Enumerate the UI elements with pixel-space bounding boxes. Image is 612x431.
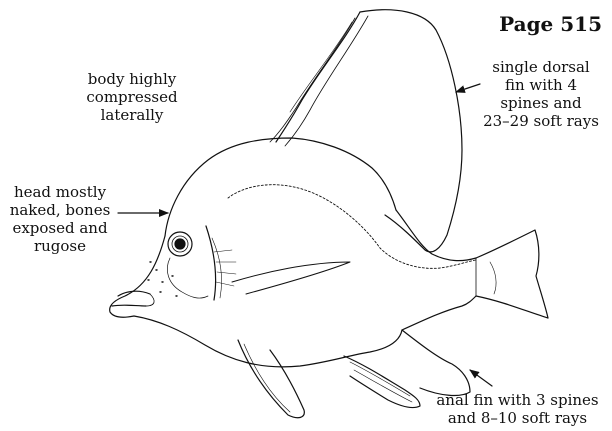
pectoral-fin — [232, 262, 350, 294]
dorsal-pointer-arrow — [456, 84, 480, 92]
fish-head — [112, 226, 236, 306]
fish-body — [110, 138, 548, 367]
dorsal-fin — [270, 10, 462, 252]
anal-fin — [344, 330, 470, 408]
anal-pointer-arrow — [470, 370, 492, 386]
lateral-line — [228, 185, 476, 269]
pelvic-fin — [238, 340, 304, 418]
